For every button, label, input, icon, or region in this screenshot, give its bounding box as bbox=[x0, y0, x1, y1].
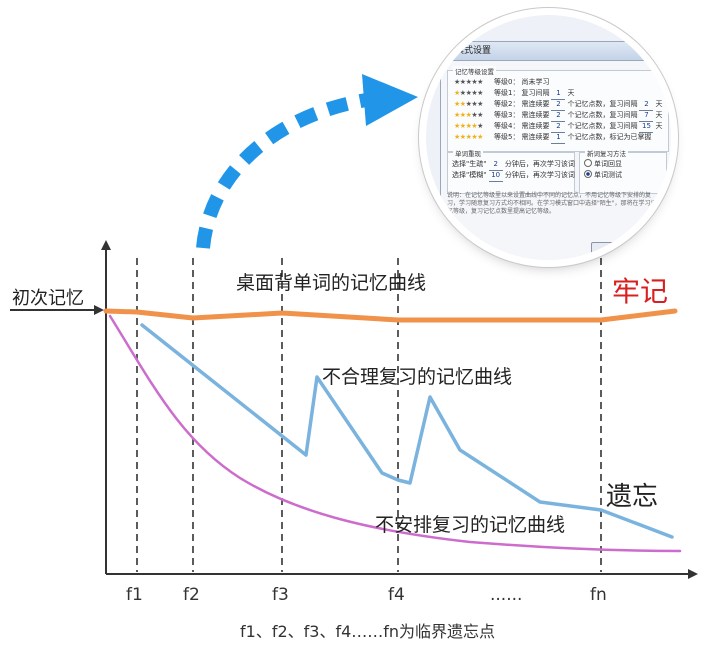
radio-icon[interactable] bbox=[584, 159, 592, 167]
dialog-note: 说明：在记忆等级里以来设置曲线中不同的记忆点，不用记忆等级下安排的复习，学习随意… bbox=[447, 192, 657, 215]
diagram-caption: f1、f2、f3、f4……fn为临界遗忘点 bbox=[240, 622, 495, 641]
level-rule-text: 个记忆点数，复习间隔 bbox=[567, 122, 638, 130]
review-group-title: 新词复习方法 bbox=[585, 148, 628, 158]
level-unit-text: 天 bbox=[655, 122, 663, 130]
tick-fn: fn bbox=[590, 585, 607, 605]
unarranged-curve-label: 不安排复习的记忆曲线 bbox=[375, 514, 565, 536]
star-rating-icon: ★★★★★ bbox=[454, 111, 483, 119]
initial-memory-label: 初次记忆 bbox=[12, 288, 84, 309]
forget-label: 遗忘 bbox=[606, 482, 658, 512]
level-value-input[interactable]: 2 bbox=[551, 99, 566, 111]
reappear-group-title: 单词重现 bbox=[453, 148, 483, 158]
tick-f1: f1 bbox=[126, 585, 143, 605]
level-rule-text: 需连续要 bbox=[521, 122, 550, 130]
reappear-row: 选择"模糊" 10 分钟后，再次学习该词 bbox=[452, 170, 575, 182]
reappear-minutes-input[interactable]: 2 bbox=[488, 159, 503, 171]
radio-selected-icon[interactable] bbox=[584, 170, 592, 178]
level-rule-text: 复习间隔 bbox=[521, 89, 550, 97]
star-rating-icon: ★★★★★ bbox=[454, 89, 483, 97]
review-method-group: 新词复习方法 单词回显 单词测试 bbox=[579, 148, 667, 194]
review-option-echo[interactable]: 单词回显 bbox=[584, 159, 662, 170]
unarranged-review-curve bbox=[108, 314, 682, 553]
star-rating-icon: ★★★★★ bbox=[454, 122, 483, 130]
level-rule-text: 个记忆点数，复习间隔 bbox=[567, 111, 638, 119]
desktop-curve-label: 桌面背单词的记忆曲线 bbox=[236, 272, 426, 294]
level-value-input[interactable]: 7 bbox=[639, 110, 654, 122]
level-unit-text: 天 bbox=[655, 100, 663, 108]
level-rule-text: 需连续要 bbox=[521, 100, 550, 108]
level-value-input[interactable]: 2 bbox=[551, 110, 566, 122]
unreasonable-curve-label: 不合理复习的记忆曲线 bbox=[322, 366, 512, 388]
desktop-memory-curve bbox=[103, 308, 678, 323]
level-row: ★★★★★ 等级0：尚未学习 bbox=[454, 77, 664, 88]
tick-f2: f2 bbox=[183, 585, 200, 605]
level-group-title: 记忆等级设置 bbox=[453, 66, 496, 76]
level-value-input[interactable]: 2 bbox=[639, 99, 654, 111]
dialog-title: 模式设置 bbox=[441, 42, 671, 61]
level-name: 等级2： bbox=[494, 100, 520, 108]
level-name: 等级5： bbox=[494, 133, 520, 141]
tick-ellipsis: ...... bbox=[490, 585, 522, 605]
level-value-input[interactable]: 2 bbox=[551, 121, 566, 133]
dialog-button[interactable] bbox=[591, 242, 633, 258]
unreasonable-review-curve bbox=[140, 323, 674, 539]
level-name: 等级1： bbox=[494, 89, 520, 97]
level-name: 等级0： bbox=[494, 78, 520, 86]
star-rating-icon: ★★★★★ bbox=[454, 100, 483, 108]
remember-label: 牢记 bbox=[612, 275, 668, 308]
level-name: 等级4： bbox=[494, 122, 520, 130]
level-value-input[interactable]: 1 bbox=[551, 132, 566, 144]
tick-f3: f3 bbox=[272, 585, 289, 605]
callout-arrow bbox=[196, 91, 381, 249]
reappear-row: 选择"生疏" 2 分钟后，再次学习该词 bbox=[452, 159, 575, 171]
level-unit-text: 天 bbox=[655, 111, 663, 119]
review-option-test[interactable]: 单词测试 bbox=[584, 170, 662, 181]
star-rating-icon: ★★★★★ bbox=[454, 78, 483, 86]
reappear-minutes-input[interactable]: 10 bbox=[488, 170, 503, 182]
star-rating-icon: ★★★★★ bbox=[454, 133, 483, 141]
level-value-input[interactable]: 1 bbox=[551, 88, 566, 100]
level-rule-text: 个记忆点数，标记为已掌握 bbox=[567, 133, 652, 141]
level-rule-text: 尚未学习 bbox=[521, 78, 550, 86]
level-unit-text: 天 bbox=[567, 89, 575, 97]
level-rule-text: 需连续要 bbox=[521, 111, 550, 119]
level-rule-text: 需连续要 bbox=[521, 133, 550, 141]
level-rule-text: 个记忆点数，复习间隔 bbox=[567, 100, 638, 108]
level-value-input[interactable]: 15 bbox=[639, 121, 654, 133]
level-name: 等级3： bbox=[494, 111, 520, 119]
reappear-group: 单词重现 选择"生疏" 2 分钟后，再次学习该词 选择"模糊" 10 分钟后，再… bbox=[447, 148, 575, 194]
callout-arrow-head bbox=[362, 74, 418, 126]
tick-f4: f4 bbox=[388, 585, 405, 605]
